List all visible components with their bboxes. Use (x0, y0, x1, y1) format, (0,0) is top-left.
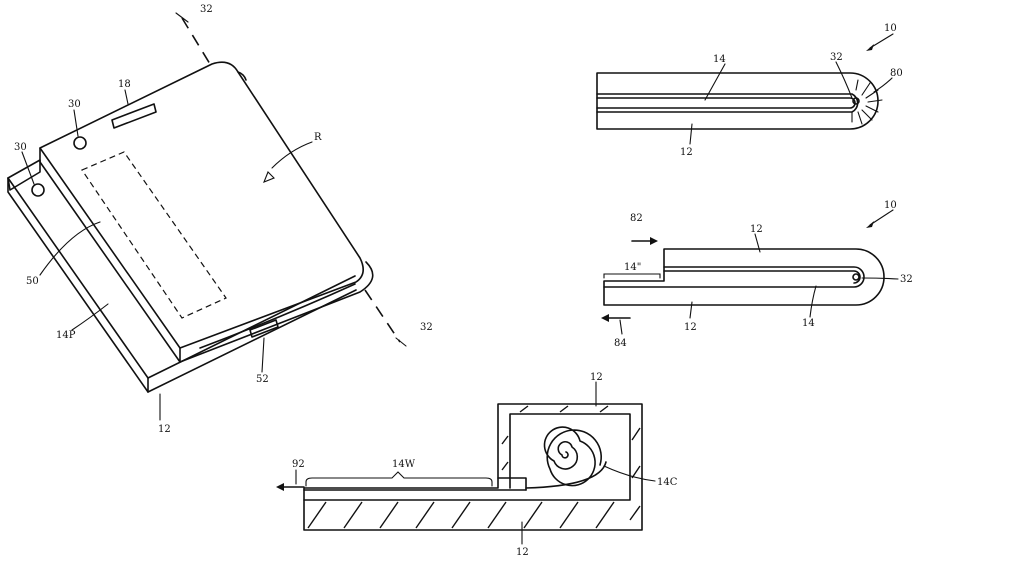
lower-panel-edge-top (7, 159, 41, 191)
label-30-b: 30 (14, 142, 27, 153)
leader-18 (124, 89, 129, 105)
label-52: 52 (256, 374, 269, 385)
hinge-pivot-32 (852, 97, 860, 105)
connector-port-52 (249, 319, 279, 338)
outer-housing-12 (596, 72, 879, 130)
label-12-b: 12 (680, 147, 693, 158)
inner-gap (596, 97, 856, 109)
label-18: 18 (118, 79, 131, 90)
speaker-slot-18 (111, 103, 157, 129)
arrowhead-10a (866, 44, 874, 51)
bracket-14dp (603, 273, 661, 279)
label-14W: 14W (392, 459, 416, 470)
arrow-84-head (601, 314, 609, 322)
label-14C: 14C (657, 477, 678, 488)
axis-tick-top (175, 12, 189, 23)
leader-52 (261, 337, 265, 373)
label-80: 80 (890, 68, 903, 79)
leader-32c (861, 277, 899, 280)
label-30-a: 30 (68, 99, 81, 110)
leader-12b (689, 123, 693, 145)
hinge-groove (199, 283, 356, 349)
sliding-section-figure (601, 209, 899, 335)
label-32-top: 32 (200, 4, 213, 15)
label-82: 82 (630, 213, 643, 224)
folded-section-figure (596, 33, 894, 145)
leader-30b (21, 151, 35, 185)
label-12-c: 12 (750, 224, 763, 235)
label-R: R (314, 132, 322, 143)
leader-10b (869, 209, 894, 226)
base-hatching (307, 405, 641, 529)
brace-14W (305, 471, 493, 487)
leader-14C (603, 465, 656, 482)
label-50: 50 (26, 276, 39, 287)
leader-14a (704, 63, 726, 101)
camera-30-upper (73, 136, 87, 150)
label-12-d: 12 (684, 322, 697, 333)
upper-panel-top (39, 61, 364, 349)
label-14-b: 14 (802, 318, 815, 329)
label-12-e: 12 (590, 372, 603, 383)
leader-10a (869, 33, 894, 49)
label-12-a: 12 (158, 424, 171, 435)
housing-outline-12 (603, 248, 885, 306)
axis-tick-bottom (395, 337, 407, 347)
label-32-b: 32 (830, 52, 843, 63)
leader-30a (73, 109, 79, 137)
hinge-pivot-32c (852, 273, 860, 281)
label-10-b: 10 (884, 200, 897, 211)
leader-84 (619, 319, 623, 335)
rolled-display-figure (276, 381, 656, 545)
label-92: 92 (292, 459, 305, 470)
flexible-display-14b (603, 266, 865, 288)
label-32-c: 32 (900, 274, 913, 285)
housing-12-inner (303, 413, 631, 501)
leader-14P (71, 303, 109, 331)
fold-axis-bottom (364, 289, 401, 343)
lower-panel-side (7, 177, 149, 393)
label-84: 84 (614, 338, 627, 349)
upper-panel-corner (237, 71, 247, 81)
leader-50 (39, 221, 101, 276)
arrow-82-head (650, 237, 658, 245)
rolled-display-spiral (543, 426, 602, 487)
arrow-92-head (276, 483, 284, 491)
label-14-a: 14 (713, 54, 726, 65)
label-12-f: 12 (516, 547, 529, 558)
arrowhead-R (263, 171, 275, 183)
label-14P: 14P (56, 330, 76, 341)
leader-12c (754, 233, 761, 253)
camera-30-lower (31, 183, 45, 197)
leader-R (271, 141, 313, 169)
display-region-50 (81, 151, 227, 319)
arrowhead-10b (866, 221, 874, 228)
label-32-bottom: 32 (420, 322, 433, 333)
label-10-a: 10 (884, 23, 897, 34)
upper-panel-front-edge (179, 261, 374, 363)
display-inner-fold (663, 270, 861, 284)
leader-80 (873, 77, 893, 93)
device-isometric-figure (7, 12, 407, 421)
leader-32b (835, 61, 853, 99)
label-14-double-prime: 14" (624, 262, 641, 273)
upper-panel-side (39, 147, 181, 363)
flexible-display-14 (596, 93, 859, 113)
fold-axis-top (181, 17, 211, 65)
leader-12d (689, 301, 693, 319)
display-guide (497, 477, 527, 491)
housing-12-outer (303, 403, 643, 531)
leader-14b (809, 285, 817, 318)
